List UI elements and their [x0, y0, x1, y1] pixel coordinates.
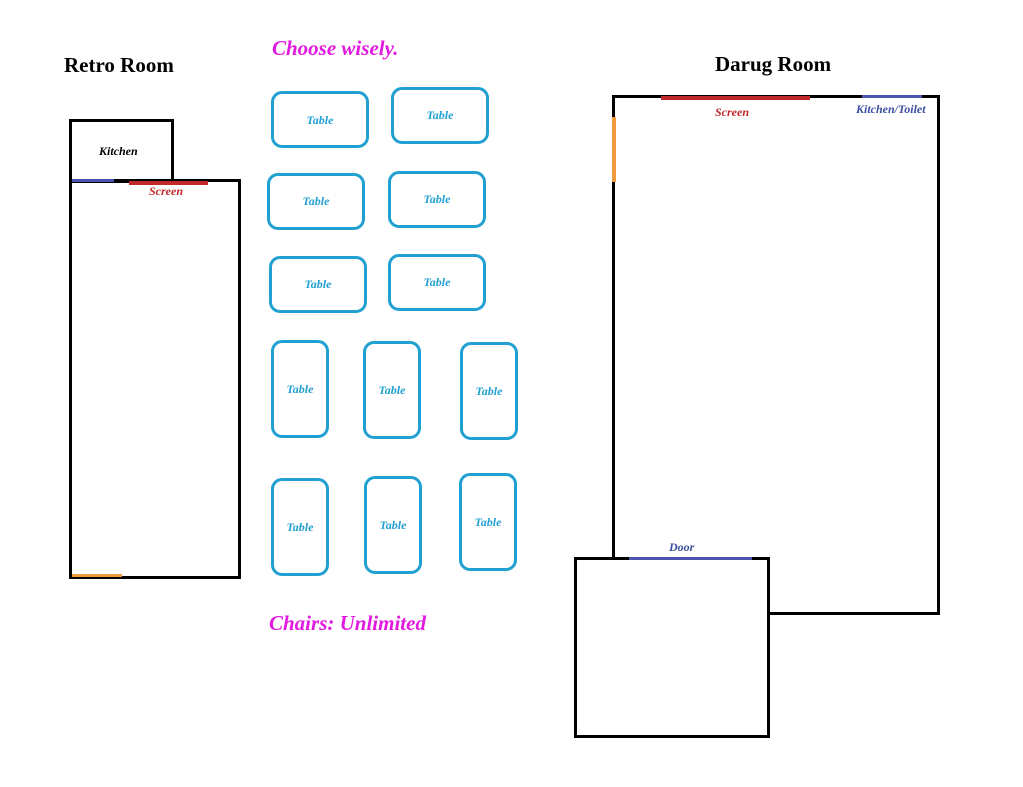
table-label: Table: [379, 517, 407, 532]
darug-screen-segment: [661, 96, 810, 100]
darug-kitchen-segment: [862, 95, 922, 98]
retro-room-wall: [69, 179, 241, 579]
table-label: Table: [378, 382, 406, 397]
table-label: Table: [475, 383, 503, 398]
table-2[interactable]: Table: [391, 87, 489, 144]
table-label: Table: [286, 381, 314, 396]
chairs-unlimited-text: Chairs: Unlimited: [269, 611, 426, 635]
darug-room-title: Darug Room: [715, 52, 832, 76]
retro-screen-label: Screen: [149, 184, 183, 198]
table-label: Table: [304, 277, 332, 291]
table-3[interactable]: Table: [267, 173, 365, 230]
table-label: Table: [474, 514, 502, 529]
retro-room-title: Retro Room: [64, 53, 174, 77]
table-label: Table: [426, 108, 454, 122]
table-11[interactable]: Table: [364, 476, 422, 574]
table-label: Table: [306, 113, 334, 127]
retro-screen-segment: [129, 181, 208, 185]
darug-orange-segment: [612, 117, 616, 182]
table-7[interactable]: Table: [271, 340, 329, 438]
table-4[interactable]: Table: [388, 171, 486, 228]
darug-kitchen-toilet-label: Kitchen/Toilet: [856, 102, 926, 116]
table-9[interactable]: Table: [460, 342, 518, 440]
table-label: Table: [423, 275, 451, 289]
table-5[interactable]: Table: [269, 256, 367, 313]
table-12[interactable]: Table: [459, 473, 517, 571]
table-6[interactable]: Table: [388, 254, 486, 311]
retro-kitchen-label: Kitchen: [99, 144, 138, 158]
table-label: Table: [286, 519, 314, 534]
table-label: Table: [302, 194, 330, 208]
table-label: Table: [423, 192, 451, 206]
table-1[interactable]: Table: [271, 91, 369, 148]
darug-annex-wall: [574, 557, 770, 738]
darug-room-wall: [612, 95, 940, 615]
retro-blue-segment: [72, 179, 114, 182]
table-10[interactable]: Table: [271, 478, 329, 576]
door-segment: [629, 557, 752, 560]
retro-orange-segment: [72, 574, 122, 577]
darug-screen-label: Screen: [715, 105, 749, 119]
choose-wisely-text: Choose wisely.: [272, 36, 399, 60]
table-8[interactable]: Table: [363, 341, 421, 439]
door-label: Door: [669, 540, 695, 554]
